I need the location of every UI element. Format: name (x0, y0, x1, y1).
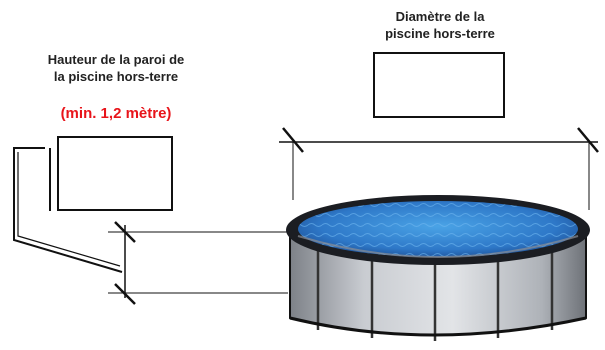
wall-height-label: Hauteur de la paroi de la piscine hors-t… (6, 51, 226, 85)
diameter-dimension (279, 127, 599, 210)
wall-height-input-box[interactable] (57, 136, 173, 211)
diameter-tick-right (577, 127, 599, 153)
minimum-height-note: (min. 1,2 mètre) (60, 105, 172, 122)
wall-height-label-line1: Hauteur de la paroi de (47, 52, 185, 67)
wall-profile-icon (13, 147, 123, 273)
diameter-label-line2: piscine hors-terre (385, 26, 495, 41)
pool-illustration (286, 195, 590, 341)
diameter-label-line1: Diamètre de la (395, 9, 485, 24)
height-dimension (108, 221, 290, 305)
height-tick-top (114, 221, 136, 243)
diameter-tick-left (282, 127, 304, 153)
diameter-label: Diamètre de la piscine hors-terre (345, 8, 535, 42)
wall-height-label-line2: la piscine hors-terre (53, 69, 179, 84)
diameter-input-box[interactable] (373, 52, 505, 118)
height-tick-bottom (114, 283, 136, 305)
